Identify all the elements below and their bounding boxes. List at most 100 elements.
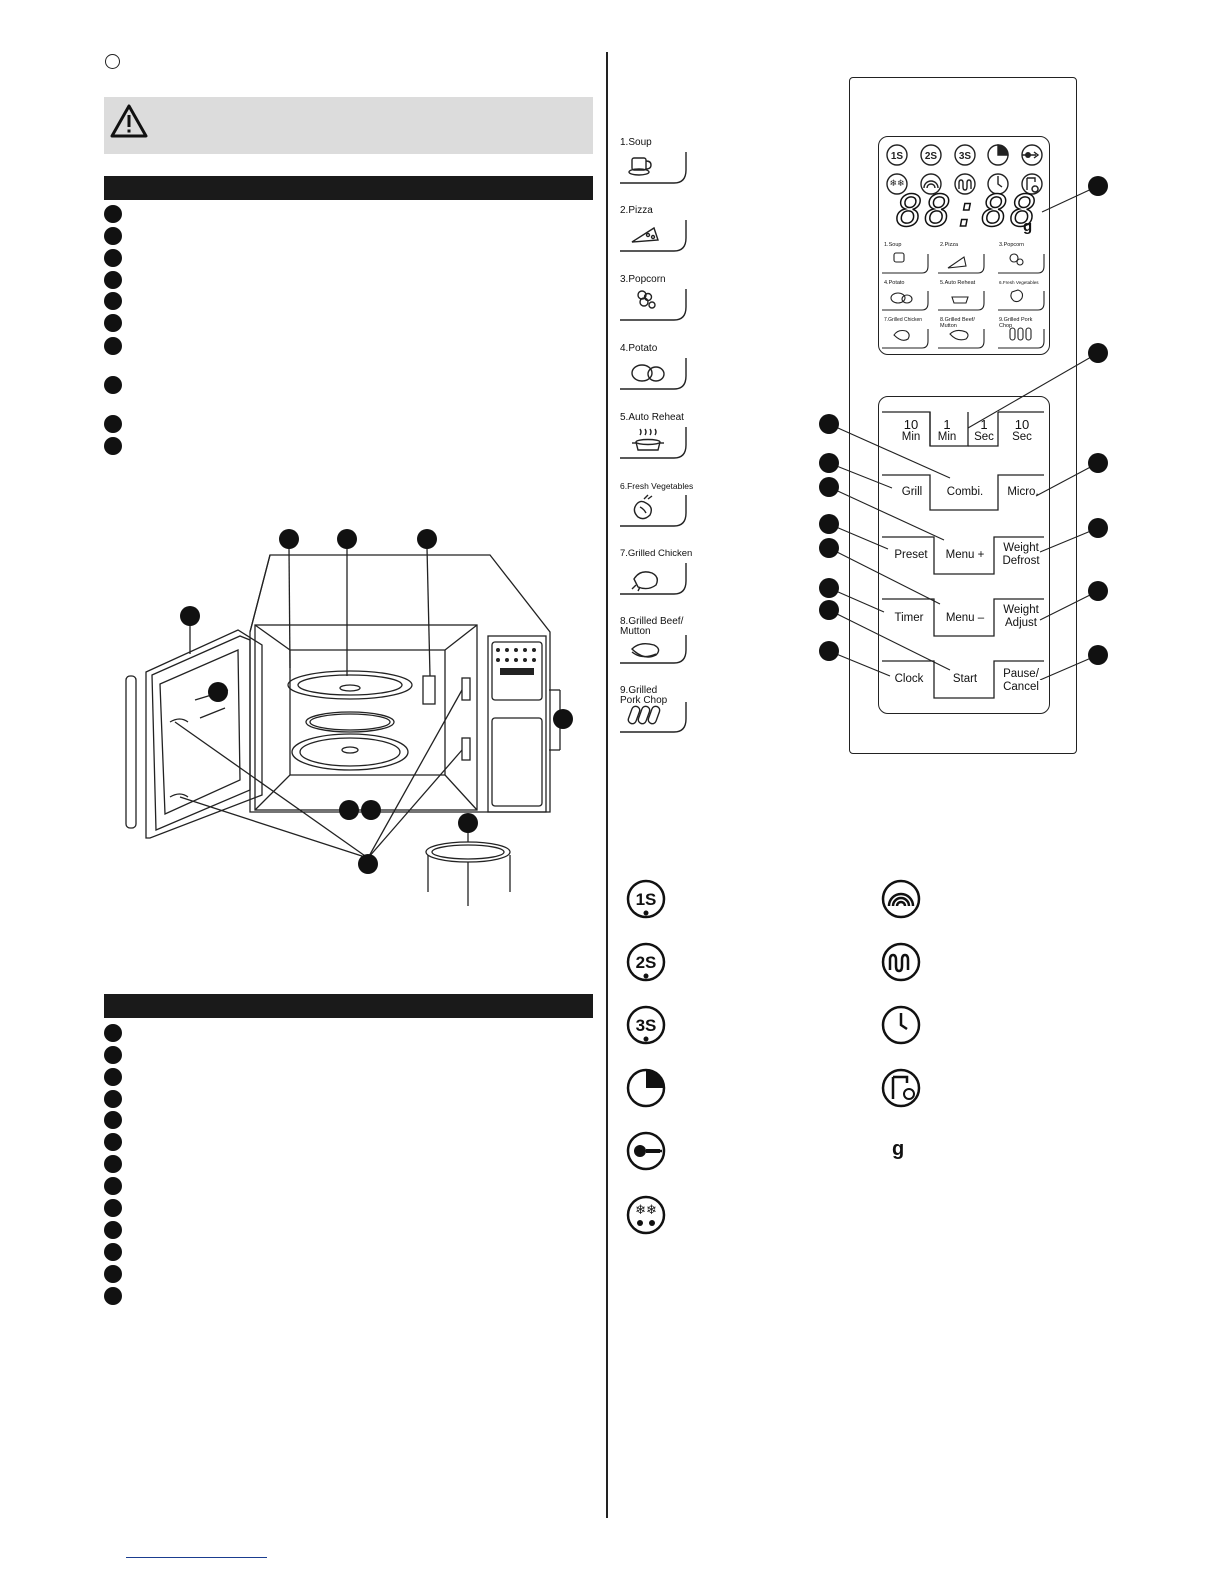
chicken-icon (620, 563, 687, 595)
lcd-menu-brackets (882, 252, 1045, 349)
menu-tile-grilled-chicken: 7.Grilled Chicken (618, 549, 692, 605)
menu-tile-soup: 1.Soup (618, 138, 690, 194)
column-divider (606, 52, 608, 1518)
popcorn-icon (620, 289, 687, 321)
menu-tile-auto-reheat: 5.Auto Reheat (618, 413, 690, 469)
menu-tile-popcorn: 3.Popcorn (618, 275, 690, 331)
list-bullet (104, 1068, 122, 1086)
pizza-slice-icon (620, 220, 687, 252)
key-menu-plus[interactable]: Menu + (945, 549, 985, 561)
list-bullet (104, 337, 122, 355)
lcd-gram-unit: g (1023, 218, 1033, 235)
legend-2s: 2S (636, 953, 657, 972)
menu-tile-fresh-vegetables: 6.Fresh Vegetables (618, 481, 694, 537)
menu-tile-potato: 4.Potato (618, 344, 690, 400)
lcd-menu-auto-reheat: 5.Auto Reheat (940, 280, 976, 286)
list-bullet (104, 227, 122, 245)
lcd-menu-potato: 4.Potato (884, 280, 905, 286)
legend-1s: 1S (636, 890, 657, 909)
key-num: 10 (1014, 417, 1030, 432)
menu-tile-grilled-beef: 8.Grilled Beef/ Mutton (618, 617, 690, 673)
key-start[interactable]: Start (952, 673, 978, 685)
language-marker-circle (105, 54, 120, 69)
key-menu-minus[interactable]: Menu – (945, 612, 985, 624)
menu-label: 9.Grilled Pork Chop (620, 685, 668, 706)
pork-chop-icon (620, 702, 687, 733)
lcd-display (878, 136, 1050, 355)
key-pause-cancel[interactable]: Pause/Cancel (998, 668, 1044, 694)
lcd-menu-grilled-chicken: 7.Grilled Chicken (884, 317, 923, 323)
lcd-menu-popcorn: 3.Popcorn (999, 242, 1025, 248)
lcd-menu-soup: 1.Soup (884, 242, 902, 248)
list-bullet (104, 415, 122, 433)
key-preset[interactable]: Preset (894, 549, 928, 561)
soup-cup-icon (620, 152, 687, 184)
keypad-outline (878, 396, 1050, 714)
list-bullet (104, 1221, 122, 1239)
key-unit: Sec (1012, 431, 1032, 443)
list-bullet (104, 1046, 122, 1064)
key-line: Weight (1003, 604, 1039, 616)
key-line: Cancel (1003, 681, 1039, 693)
list-bullet (104, 376, 122, 394)
microwave-diagram (125, 529, 573, 906)
svg-text:❄❄: ❄❄ (635, 1203, 657, 1218)
list-bullet (104, 1111, 122, 1129)
key-unit: Min (901, 431, 921, 443)
list-bullet (104, 205, 122, 223)
list-bullet (104, 1133, 122, 1151)
key-clock[interactable]: Clock (894, 673, 924, 685)
menu-tile-grilled-pork-chop: 9.Grilled Pork Chop (618, 686, 690, 742)
legend-gram: g (892, 1138, 905, 1160)
list-bullet (104, 271, 122, 289)
svg-text:❄❄: ❄❄ (889, 179, 904, 189)
warning-banner (104, 97, 593, 154)
key-timer[interactable]: Timer (894, 612, 924, 624)
symbol-legend: 1S 2S 3S ❄❄ (626, 879, 921, 1235)
list-bullet (104, 249, 122, 267)
footer-link-underline (126, 1557, 267, 1558)
menu-label: 2.Pizza (620, 205, 653, 216)
list-bullet (104, 1287, 122, 1305)
menu-tile-pizza: 2.Pizza (618, 206, 690, 262)
section-header-bar-top (104, 176, 593, 200)
menu-label: 8.Grilled Beef/ Mutton (620, 616, 684, 637)
list-bullet (104, 1265, 122, 1283)
list-bullet (104, 292, 122, 310)
key-line: Pause/ (1003, 668, 1039, 680)
key-unit: Min (937, 431, 957, 443)
legend-3s: 3S (636, 1016, 657, 1035)
ind-2s-text: 2S (925, 151, 938, 162)
warning-triangle-icon (110, 104, 148, 138)
key-unit: Sec (974, 431, 994, 443)
section-header-bar-bottom (104, 994, 593, 1018)
steak-icon (620, 635, 687, 664)
key-micro[interactable]: Micro. (1007, 486, 1039, 498)
list-bullet (104, 314, 122, 332)
menu-label: 1.Soup (620, 137, 652, 148)
list-bullet (104, 1024, 122, 1042)
list-bullet (104, 1199, 122, 1217)
list-bullet (104, 1155, 122, 1173)
key-line: Defrost (1002, 555, 1040, 567)
list-bullet (104, 1177, 122, 1195)
key-line: Weight (1003, 542, 1039, 554)
key-grill[interactable]: Grill (901, 486, 923, 498)
menu-label: 3.Popcorn (620, 274, 666, 285)
list-bullet (104, 1090, 122, 1108)
key-combi[interactable]: Combi. (946, 486, 984, 498)
lcd-menu-pizza: 2.Pizza (940, 242, 959, 248)
menu-label: 6.Fresh Vegetables (620, 481, 694, 491)
lcd-menu-grilled-beef: 8.Grilled Beef/ Mutton (940, 317, 975, 329)
display-indicators: 1S 2S 3S ❄❄ (886, 144, 1043, 195)
potato-icon (620, 358, 687, 390)
key-num: 1 (980, 417, 988, 432)
steaming-pot-icon (620, 427, 687, 459)
vegetables-icon (620, 494, 687, 527)
